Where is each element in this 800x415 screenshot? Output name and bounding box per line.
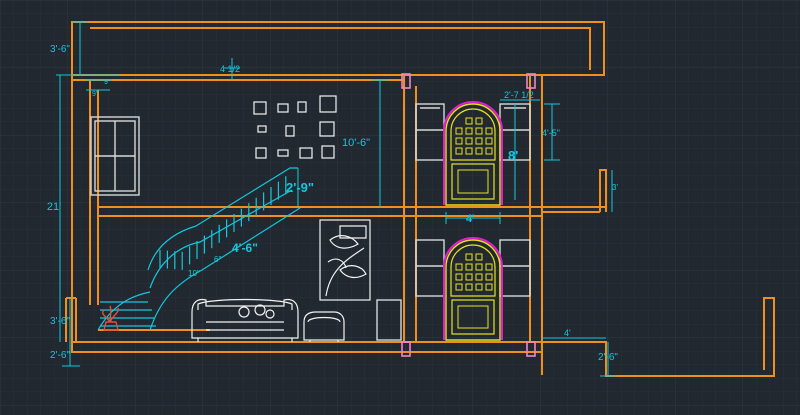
door-upper	[443, 101, 503, 206]
windows	[90, 103, 531, 341]
dim-right-ledge: 4'	[564, 328, 571, 338]
arched-doors	[443, 101, 503, 341]
picture-frames-icon	[253, 95, 337, 159]
dim-rail-right: 3'	[612, 183, 618, 192]
dim-door-height: 8'	[508, 148, 518, 163]
dim-door-width: 4'	[466, 213, 475, 225]
sofa-icon	[191, 298, 299, 342]
dim-ground-rail: 3'-6"	[50, 316, 70, 327]
dim-top-parapet: 3'-6"	[50, 44, 70, 55]
dim-stair-landing: 2'-9"	[286, 180, 314, 195]
armchair-icon	[303, 311, 345, 342]
dim-stair-run: 4'-6"	[232, 241, 258, 255]
dim-foundation-right: 2'-6"	[598, 352, 618, 363]
dim-upper-window: 4'-5"	[542, 128, 560, 138]
dim-total-height: 21'	[47, 201, 61, 213]
potted-plant-icon	[102, 305, 120, 331]
cabinet	[376, 299, 402, 341]
floral-panel-icon	[319, 219, 371, 301]
dim-stair-tread-a: 10"	[188, 269, 200, 278]
dim-nine-b: 9"	[92, 91, 99, 98]
dim-nine-a: 9"	[104, 79, 111, 86]
dim-upper-width: 2'-7 1/2	[504, 90, 534, 100]
dim-foundation-left: 2'-6"	[50, 350, 70, 361]
dimension-labels: 3'-6" 4 1/2 9" 9" 10'-6" 21' 2'-9" 4'-6"…	[47, 44, 619, 363]
door-lower	[443, 237, 503, 341]
dim-ceiling-height: 10'-6"	[342, 137, 370, 149]
dim-stair-tread-b: 6"	[214, 255, 221, 264]
window-left	[90, 116, 140, 196]
furniture	[191, 95, 371, 342]
staircase	[97, 167, 301, 331]
pink-markers	[401, 73, 536, 357]
dimension-lines	[56, 21, 616, 377]
dim-top-ledge: 4 1/2	[220, 64, 240, 74]
